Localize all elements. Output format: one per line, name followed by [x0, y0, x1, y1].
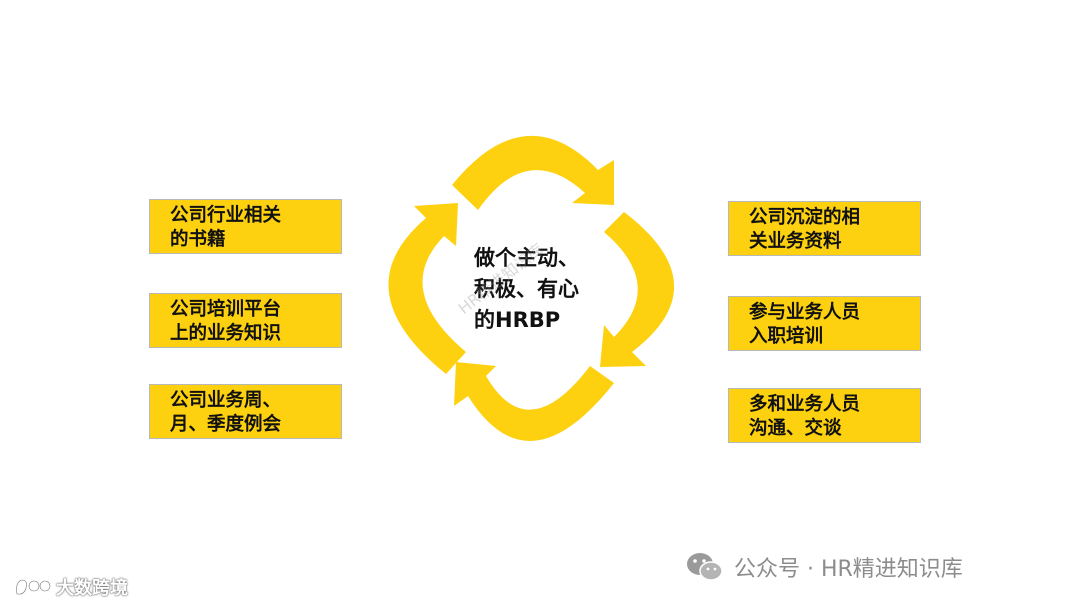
center-title: 做个主动、 积极、有心 的HRBP	[474, 246, 579, 332]
right-box-2: 参与业务人员 入职培训	[728, 296, 921, 351]
arrow-left	[388, 203, 466, 374]
right-box-3: 多和业务人员 沟通、交谈	[728, 388, 921, 443]
wechat-watermark: 公众号 · HR精进知识库	[686, 551, 963, 583]
wechat-icon	[687, 553, 723, 581]
wechat-label: 公众号 · HR精进知识库	[734, 557, 963, 582]
brand-label: 大数跨境	[56, 578, 128, 599]
left-box-2: 公司培训平台 上的业务知识	[149, 293, 342, 348]
arrow-bottom	[454, 362, 614, 441]
arrow-top	[452, 135, 614, 210]
left-box-3: 公司业务周、 月、季度例会	[149, 384, 342, 439]
brand-logo-icon	[15, 578, 52, 596]
right-box-1: 公司沉淀的相 关业务资料	[728, 201, 921, 256]
arrow-right	[600, 212, 675, 367]
left-box-1: 公司行业相关 的书籍	[149, 199, 342, 254]
brand-watermark: 大数跨境	[14, 574, 128, 600]
